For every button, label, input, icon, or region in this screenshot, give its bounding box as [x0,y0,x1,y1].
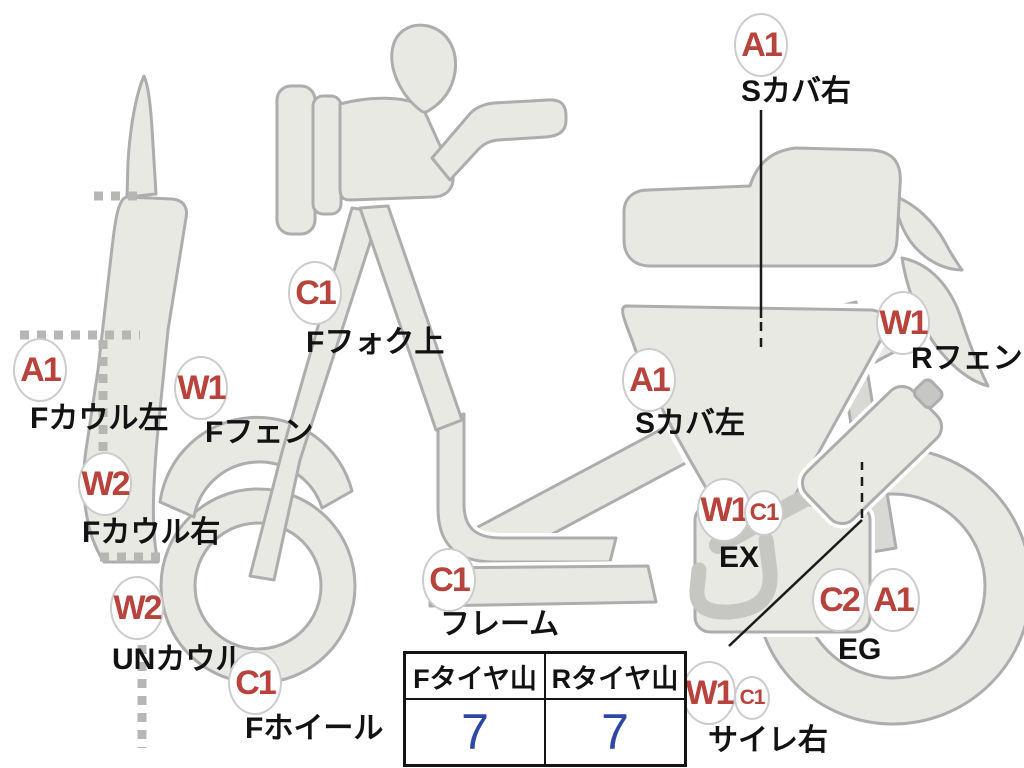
label-frame: フレーム [440,608,560,641]
marker-silencer-right-2: C1 [734,676,770,720]
mirror [390,23,458,114]
label-engine: EG [838,633,882,666]
label-ffender: Fフェン [205,416,314,449]
pointer-line-silencer-right [728,519,863,647]
label-scover-left: Sカバ左 [635,407,746,440]
label-fcowl-right: Fカウル右 [82,516,221,549]
marker-scover-right: A1 [734,13,788,77]
label-undercowl: UNカウル [112,643,246,676]
muffler [797,378,947,529]
front-cowl [125,74,158,199]
marker-rfender: W1 [876,291,930,355]
marker-silencer-right: W1 [682,661,736,725]
front-tire-header: Fタイヤ山 [403,651,546,700]
handlebar [430,98,568,182]
label-ffork-upper: Fフォク上 [306,326,445,359]
marker-frame: C1 [422,548,476,612]
marker-fcowl-left: A1 [13,338,67,402]
rear-tire-header: Rタイヤ山 [544,651,687,700]
marker-undercowl: W2 [110,576,164,640]
marker-fcowl-right: W2 [78,452,132,516]
label-exhaust: EX [719,541,760,574]
marker-engine-2: A1 [866,568,920,632]
label-silencer-right: サイレ右 [708,724,828,757]
marker-ffender: W1 [174,356,228,420]
marker-scover-left: A1 [622,348,676,412]
front-tire-value: 7 [403,698,546,767]
tire-tread-table: Fタイヤ山 Rタイヤ山 7 7 [403,651,687,767]
label-scover-right: Sカバ右 [741,75,852,108]
handlebar-cover [338,96,455,202]
marker-engine: C2 [812,568,866,632]
label-rfender: Rフェン [911,342,1023,375]
rear-tire-value: 7 [544,698,687,767]
front-wheel [159,487,357,685]
marker-fwheel: C1 [228,651,282,715]
marker-ffork-upper: C1 [288,261,342,325]
grab-rail [892,194,964,272]
marker-exhaust: W1 [697,478,751,542]
label-fcowl-left: Fカウル左 [30,402,169,435]
marker-exhaust-2: C1 [744,490,784,536]
label-fwheel: Fホイール [245,712,384,745]
cowl-seam-lines [20,191,168,748]
headlight [275,84,317,236]
